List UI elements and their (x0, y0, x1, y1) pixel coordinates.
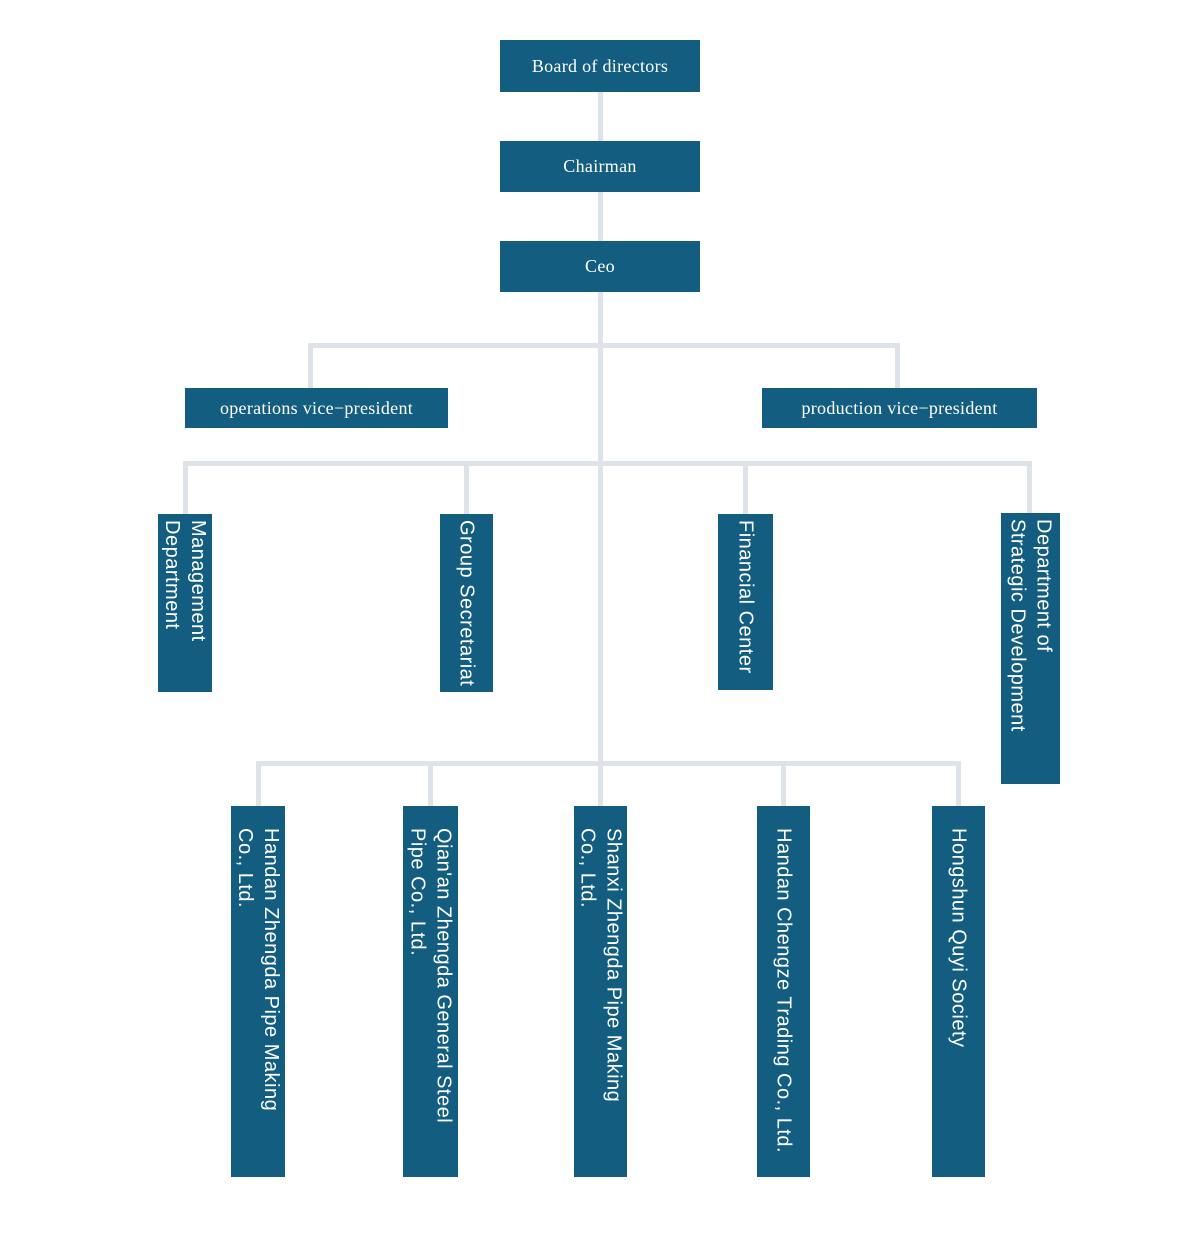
connector-financial-drop (743, 461, 748, 514)
connector-chairman-ceo (598, 192, 603, 242)
connector-subsidiary-1-drop (256, 761, 261, 806)
node-label: production vice−president (801, 397, 998, 418)
connector-secretariat-drop (464, 461, 469, 514)
connector-production-vp-drop (895, 343, 900, 388)
connector-vp-rail (308, 343, 900, 348)
connector-subsidiary-3-drop (598, 761, 603, 806)
node-production-vice-president: production vice−president (762, 388, 1037, 428)
node-label: operations vice−president (219, 397, 414, 418)
node-ceo: Ceo (500, 241, 700, 292)
node-group-secretariat: Group Secretariat (440, 514, 493, 692)
node-label: Hongshun Quyi Society (947, 828, 970, 1048)
node-label: Group Secretariat (455, 520, 478, 687)
node-label: Shanxi Zhengda Pipe Making Co., Ltd. (576, 828, 625, 1103)
node-qianan-zhengda-general-steel-pipe: Qian'an Zhengda General Steel Pipe Co., … (403, 806, 458, 1177)
connector-board-chairman (598, 92, 603, 141)
node-label: Department of Strategic Development (1006, 519, 1055, 732)
node-label: Qian'an Zhengda General Steel Pipe Co., … (406, 828, 455, 1124)
node-board-of-directors: Board of directors (500, 40, 700, 92)
connector-management-drop (183, 461, 188, 514)
node-financial-center: Financial Center (718, 514, 773, 690)
connector-department-rail (183, 461, 1032, 466)
node-label: Financial Center (734, 520, 757, 674)
connector-subsidiary-4-drop (781, 761, 786, 806)
node-shanxi-zhengda-pipe-making: Shanxi Zhengda Pipe Making Co., Ltd. (574, 806, 627, 1177)
node-label: Ceo (585, 256, 615, 276)
node-department-of-strategic-development: Department of Strategic Development (1001, 513, 1060, 784)
connector-ceo-trunk (598, 292, 603, 766)
node-chairman: Chairman (500, 141, 700, 192)
connector-subsidiary-rail (256, 761, 961, 766)
connector-subsidiary-5-drop (956, 761, 961, 806)
node-label: Chairman (563, 156, 637, 176)
connector-strategic-drop (1027, 461, 1032, 513)
node-hongshun-quyi-society: Hongshun Quyi Society (932, 806, 985, 1177)
node-operations-vice-president: operations vice−president (185, 388, 448, 428)
node-management-department: Management Department (158, 514, 212, 692)
node-label: Board of directors (531, 55, 669, 76)
node-label: Handan Chengze Trading Co., Ltd. (772, 828, 795, 1154)
node-handan-zhengda-pipe-making: Handan Zhengda Pipe Making Co., Ltd. (231, 806, 285, 1177)
connector-operations-vp-drop (308, 343, 313, 388)
node-label: Handan Zhengda Pipe Making Co., Ltd. (234, 828, 282, 1112)
node-handan-chengze-trading: Handan Chengze Trading Co., Ltd. (757, 806, 810, 1177)
connector-subsidiary-2-drop (428, 761, 433, 806)
node-label: Management Department (161, 520, 209, 642)
